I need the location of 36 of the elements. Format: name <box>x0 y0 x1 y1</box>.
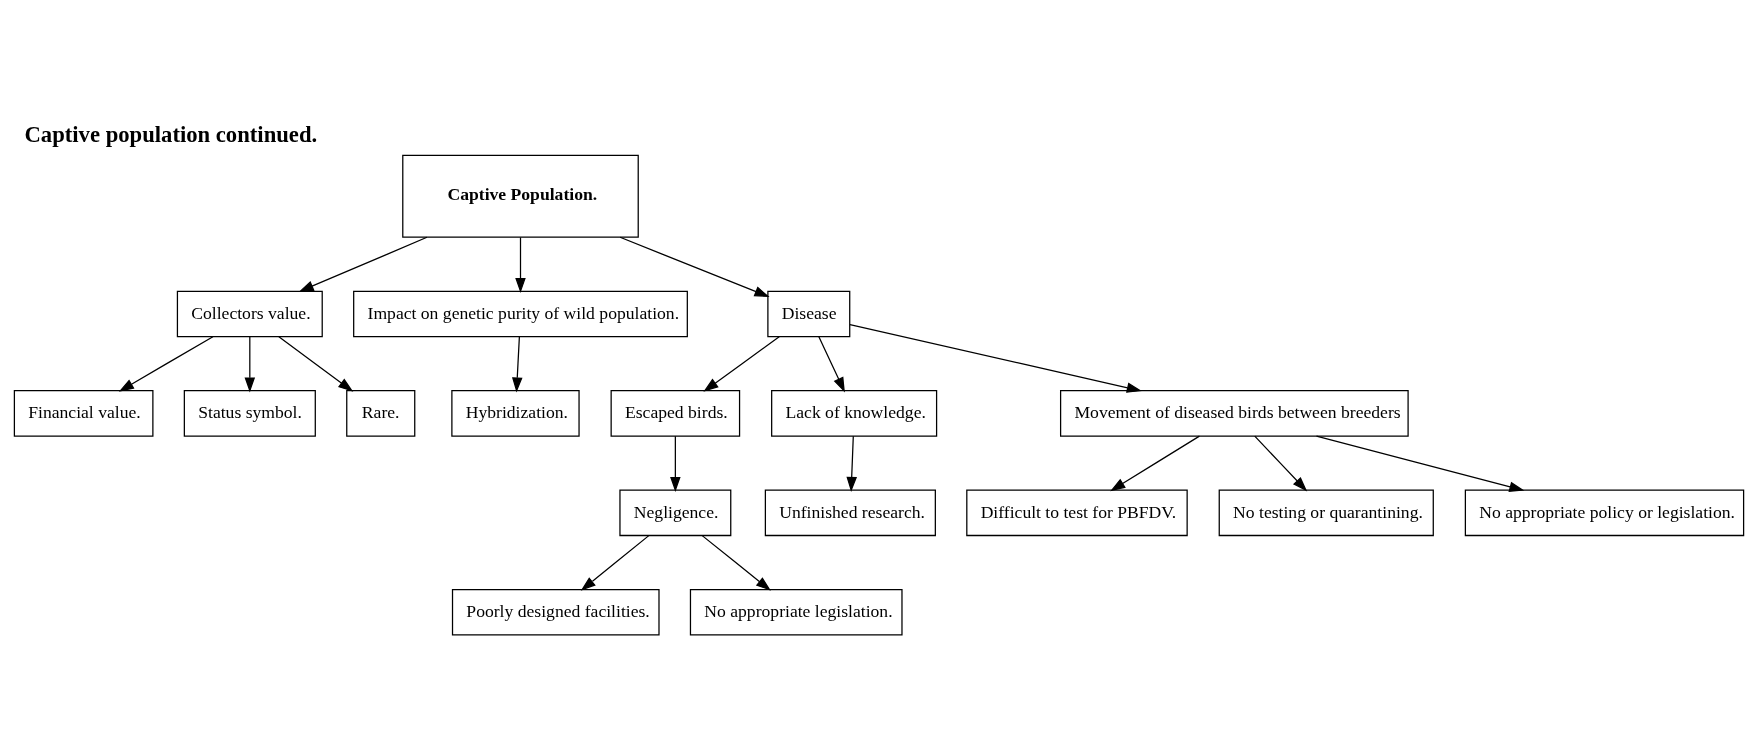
arrow <box>1253 435 1307 492</box>
arrow <box>848 323 1142 393</box>
node-box: Unfinished research. <box>764 489 936 537</box>
arrow <box>619 236 770 297</box>
node-box: No appropriate policy or legislation. <box>1464 489 1744 537</box>
arrow <box>702 336 780 392</box>
node-box: Captive Population. <box>401 154 639 238</box>
node-box: Negligence. <box>618 489 731 537</box>
node-box: Poorly designed facilities. <box>451 589 660 636</box>
arrow <box>701 535 771 591</box>
arrow <box>298 236 428 292</box>
node-box: Disease <box>766 290 850 338</box>
node-box: Escaped birds. <box>610 390 740 437</box>
arrow <box>511 336 523 393</box>
node-box: No appropriate legislation. <box>689 589 903 636</box>
node-box: Status symbol. <box>183 390 316 437</box>
node-box: Rare. <box>345 390 415 437</box>
node-box: Movement of diseased birds between breeders <box>1059 390 1409 437</box>
node-box: Impact on genetic purity of wild population. <box>352 290 688 338</box>
arrow <box>845 435 857 493</box>
node-box: Collectors value. <box>176 290 323 338</box>
node-box: No testing or quarantining. <box>1218 489 1434 537</box>
arrow <box>580 535 649 591</box>
arrow <box>514 236 526 294</box>
arrow <box>817 336 845 393</box>
diagram-title: Captive population continued. <box>23 121 317 147</box>
arrow <box>118 336 214 392</box>
arrow <box>1315 435 1524 492</box>
node-box: Difficult to test for PBFDV. <box>965 489 1188 537</box>
arrow <box>244 336 255 393</box>
node-box: Hybridization. <box>450 390 580 437</box>
node-box: Financial value. <box>13 390 153 437</box>
arrow <box>669 435 681 493</box>
arrow <box>1109 435 1200 492</box>
node-box: Lack of knowledge. <box>770 390 937 437</box>
arrow <box>277 336 353 392</box>
